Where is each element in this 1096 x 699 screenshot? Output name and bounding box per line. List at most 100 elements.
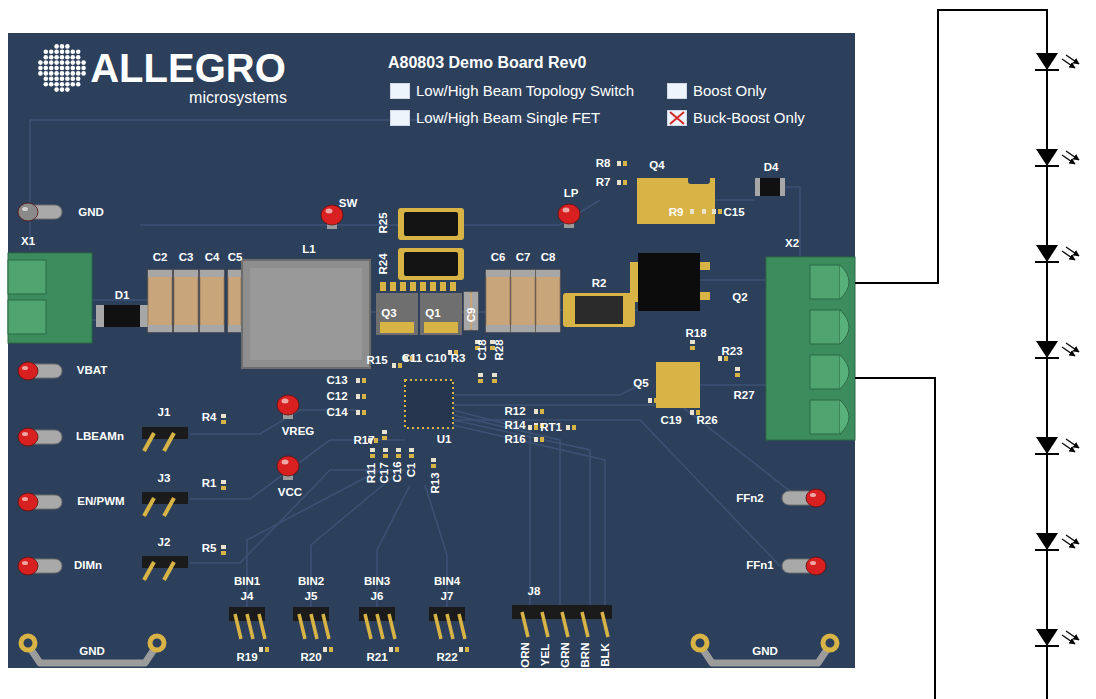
test-point-shine (810, 561, 816, 565)
header-pin (235, 614, 241, 639)
smd-pad (362, 378, 366, 383)
header-pin (522, 612, 528, 637)
ground-pad (150, 636, 164, 650)
component-label: BIN3 (364, 576, 390, 588)
logo-dot (54, 50, 59, 55)
led-triangle (1036, 341, 1058, 358)
component-label: Q4 (649, 160, 664, 172)
ground-pad (823, 636, 837, 650)
led-emission (1066, 631, 1079, 640)
smd-pad (221, 480, 226, 484)
component-label: C8 (541, 252, 556, 264)
mosfet-mark (688, 176, 710, 184)
capacitor-body (464, 292, 478, 330)
legend-item: Buck-Boost Only (667, 109, 805, 126)
mosfet-body (637, 178, 715, 224)
capacitor-end (536, 325, 560, 332)
header-pin (164, 433, 174, 451)
component-label: J8 (528, 586, 541, 598)
copper-trace (453, 405, 800, 499)
component-label: R8 (596, 158, 611, 170)
capacitor-end (486, 325, 510, 332)
capacitor-symbol (486, 270, 510, 332)
copper-trace (377, 485, 410, 608)
test-point-head (18, 493, 38, 511)
test-point-shine (22, 432, 28, 436)
test-point-head (277, 395, 299, 415)
component-label: D4 (764, 162, 779, 174)
legend-item: Low/High Beam Topology Switch (390, 82, 634, 99)
logo-dot (65, 44, 70, 49)
smd-pad (690, 410, 694, 415)
component-label: C11 (402, 353, 422, 365)
terminal-screw (840, 400, 849, 434)
test-point (18, 557, 62, 575)
diode-body (760, 178, 780, 196)
component-label: R17 (353, 435, 374, 447)
component-label: R20 (300, 652, 321, 664)
component-label: LBEAMn (76, 431, 124, 443)
smd-pad (534, 425, 538, 430)
led-emission (1066, 343, 1079, 352)
smd-pad (430, 282, 436, 291)
smd-pad (712, 209, 716, 214)
logo-dot (49, 50, 54, 55)
terminal-block (766, 257, 855, 440)
logo-dot (81, 71, 86, 76)
capacitor-body (148, 270, 172, 332)
smd-pad (370, 448, 375, 452)
smd-pad (410, 282, 416, 291)
component-label: C13 (326, 375, 347, 387)
capacitor-end (228, 270, 241, 277)
header-pin (164, 562, 174, 580)
terminal-slot (8, 300, 46, 334)
component-label: R21 (366, 652, 387, 664)
led-wire (855, 10, 1047, 699)
logo-dot (76, 82, 81, 87)
mosfet-body (376, 293, 418, 335)
smd-pad (617, 180, 621, 185)
led-bar (1035, 69, 1059, 71)
component-label: Q3 (381, 308, 396, 320)
smd-pad (534, 409, 538, 414)
test-point-shine (563, 208, 570, 213)
test-point-head (18, 362, 38, 380)
component-label: J5 (305, 591, 318, 603)
led-bar (1035, 261, 1059, 263)
led-emission (1066, 151, 1079, 160)
smd-pad (696, 410, 700, 415)
logo-dot (38, 71, 43, 76)
terminal-screw (840, 265, 849, 299)
legend-checkbox (667, 110, 687, 126)
logo-dot (71, 66, 76, 71)
smd-pad (431, 458, 436, 462)
header-body (142, 492, 188, 504)
test-point (18, 493, 62, 511)
capacitor-end (200, 270, 224, 277)
capacitor-end (148, 325, 172, 332)
logo-dot (76, 71, 81, 76)
capacitor-end (200, 325, 224, 332)
terminal-screw (840, 310, 849, 344)
component-label: D1 (115, 290, 130, 302)
capacitor-symbol (174, 270, 198, 332)
smd-pad (221, 486, 226, 490)
smd-pad (420, 282, 426, 291)
capacitor-end (228, 325, 241, 332)
logo-dot (71, 50, 76, 55)
smd-pad (396, 454, 401, 458)
mosfet-body (420, 293, 462, 335)
component-label: BLK (600, 643, 612, 667)
smd-pad (392, 363, 396, 368)
component-label: Q2 (732, 292, 747, 304)
header-pin (447, 614, 453, 639)
smd-pad (648, 398, 652, 403)
copper-trace (453, 420, 780, 566)
test-point-shine (22, 561, 28, 565)
smd-pad (356, 394, 360, 399)
pcb-board (8, 33, 855, 668)
mosfet-pad (380, 322, 414, 333)
logo-dot (44, 60, 49, 65)
header-pin (365, 614, 371, 639)
component-label: C10 (425, 353, 446, 365)
